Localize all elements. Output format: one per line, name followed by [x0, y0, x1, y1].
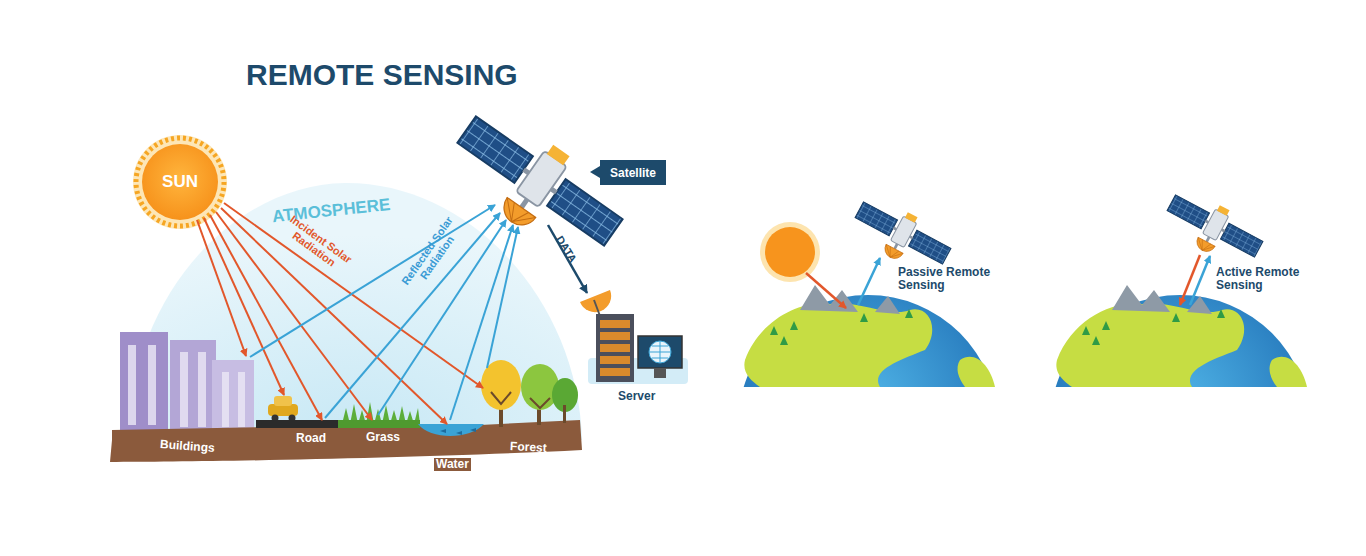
node-text: Satellite [610, 166, 656, 180]
passive-label: Passive Remote Sensing [898, 266, 1010, 292]
active-label: Active Remote Sensing [1216, 266, 1328, 292]
data-label: DATA [554, 234, 580, 265]
ground-label: Water [434, 458, 471, 471]
ground-label: Grass [366, 431, 400, 444]
sun-circle: SUN [142, 144, 218, 220]
server-label: Server [618, 390, 655, 403]
diagram-title: REMOTE SENSING [246, 58, 518, 91]
ground-label: Forest [510, 440, 547, 455]
satellite-label: Satellite [600, 160, 666, 185]
ground-label: Road [296, 432, 326, 445]
node-text: SUN [162, 172, 198, 192]
